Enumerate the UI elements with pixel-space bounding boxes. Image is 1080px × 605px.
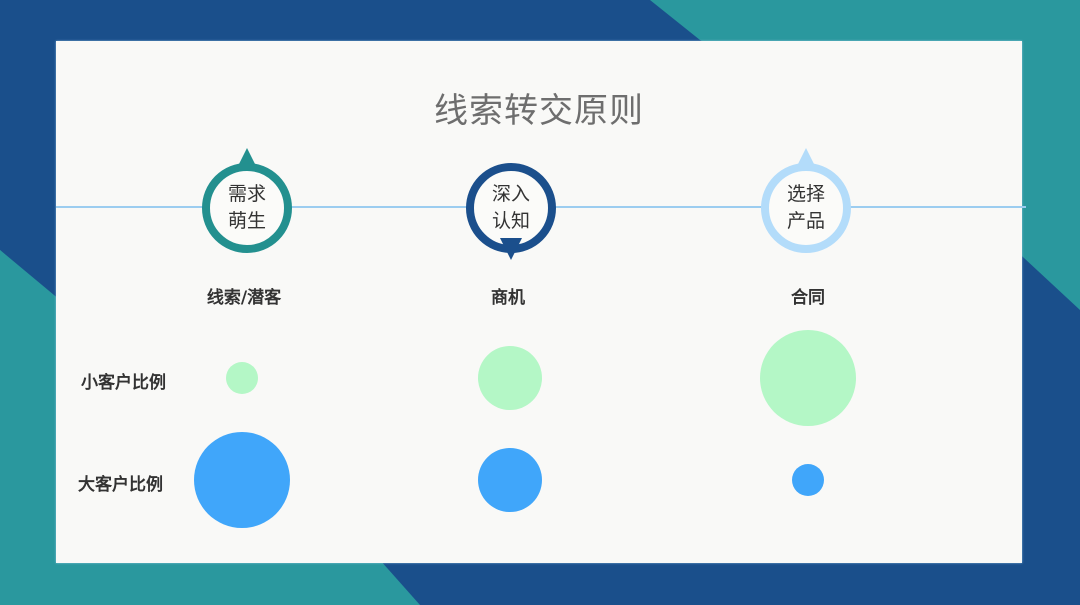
stage-node-1: 需求 萌生 xyxy=(202,138,292,278)
stage-node-3: 选择 产品 xyxy=(761,138,851,278)
stage-label-2: 商机 xyxy=(491,288,525,308)
row-label-large-customer: 大客户比例 xyxy=(78,475,163,495)
stage-text-line1: 需求 xyxy=(227,183,266,205)
bubble-small-stage-3 xyxy=(760,330,856,426)
bubble-small-stage-1 xyxy=(226,362,258,394)
slide-card: 线索转交原则 需求 萌生 线索/潜客 深入 认知 商机 选择 产品 xyxy=(56,41,1026,563)
row-label-small-customer: 小客户比例 xyxy=(81,373,166,393)
bubble-large-stage-2 xyxy=(478,448,542,512)
bubble-small-stage-2 xyxy=(478,346,542,410)
stage-ring: 选择 产品 xyxy=(761,163,851,253)
bubble-large-stage-1 xyxy=(194,432,290,528)
stage-text-line2: 萌生 xyxy=(227,210,266,232)
bubble-large-stage-3 xyxy=(792,464,824,496)
stage-text-line2: 产品 xyxy=(786,210,825,232)
slide-title: 线索转交原则 xyxy=(434,91,644,131)
stage-text-line1: 深入 xyxy=(491,183,530,205)
stage-label-3: 合同 xyxy=(791,288,825,308)
stage-label-1: 线索/潜客 xyxy=(206,288,282,308)
stage-text-line1: 选择 xyxy=(786,183,825,205)
stage-ring: 深入 认知 xyxy=(466,163,556,253)
stage-ring: 需求 萌生 xyxy=(202,163,292,253)
pin-down-icon xyxy=(500,238,522,260)
stage-text-line2: 认知 xyxy=(491,210,530,232)
stage-node-2: 深入 认知 xyxy=(466,138,556,278)
